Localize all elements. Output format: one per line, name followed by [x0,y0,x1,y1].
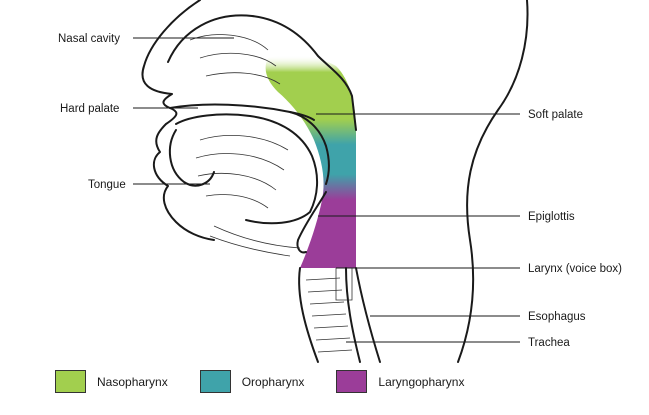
legend-swatch [336,370,368,393]
tongue-inner [195,135,289,209]
legend-label: Oropharynx [241,374,305,389]
floor-lines [209,225,301,257]
label-tongue: Tongue [88,179,126,191]
label-nasal-cavity: Nasal cavity [58,33,120,45]
legend-swatch [199,370,231,393]
trachea-outline [298,267,361,363]
lower-lip-jaw [168,129,215,187]
hard-palate-outline [169,103,315,121]
legend-item-nasopharynx: Nasopharynx [55,370,168,393]
label-trachea: Trachea [528,337,570,349]
nasal-turbinate [189,34,281,85]
epiglottis-outline [296,191,327,254]
legend-label: Laryngopharynx [378,374,465,389]
neck-back-outline [457,0,529,363]
label-soft-palate: Soft palate [528,109,583,121]
legend-item-laryngopharynx: Laryngopharynx [336,370,464,393]
esophagus-outline [355,267,381,363]
legend-swatch [55,370,86,393]
face-outline [141,0,215,241]
legend-item-oropharynx: Oropharynx [199,370,305,393]
trachea-rings [305,277,353,353]
pharynx-region [265,55,356,268]
label-hard-palate: Hard palate [60,103,119,115]
tongue-outline [175,113,318,225]
nasal-cavity-outline [167,14,357,131]
label-larynx: Larynx (voice box) [528,263,622,275]
soft-palate-outline [289,111,330,185]
larynx-box [335,268,353,301]
label-esophagus: Esophagus [528,311,586,323]
legend-label: Nasopharynx [97,374,168,389]
legend: Nasopharynx Oropharynx Laryngopharynx [55,370,496,393]
label-epiglottis: Epiglottis [528,211,575,223]
